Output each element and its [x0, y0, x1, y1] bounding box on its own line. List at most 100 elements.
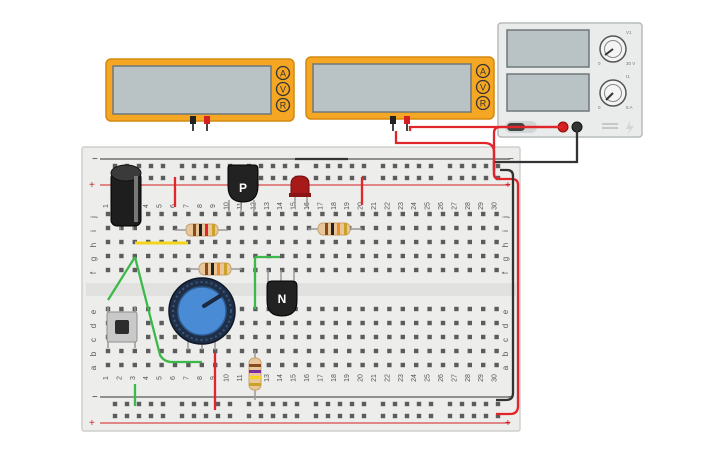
terminal-hole[interactable]: [360, 348, 365, 354]
pushbutton-cap[interactable]: [115, 320, 129, 334]
terminal-hole[interactable]: [253, 334, 258, 340]
rail-hole[interactable]: [313, 401, 319, 407]
terminal-hole[interactable]: [293, 225, 298, 231]
rail-hole[interactable]: [404, 163, 410, 169]
rail-hole[interactable]: [361, 163, 367, 169]
terminal-hole[interactable]: [186, 239, 191, 245]
terminal-hole[interactable]: [306, 211, 312, 217]
rail-hole[interactable]: [361, 175, 367, 181]
terminal-hole[interactable]: [266, 362, 271, 368]
terminal-hole[interactable]: [159, 267, 164, 273]
terminal-hole[interactable]: [132, 362, 137, 368]
rail-hole[interactable]: [361, 413, 367, 419]
rail-hole[interactable]: [160, 401, 166, 407]
resistor-1[interactable]: [175, 223, 228, 237]
terminal-hole[interactable]: [373, 348, 379, 354]
rail-hole[interactable]: [203, 413, 209, 419]
rail-hole[interactable]: [282, 401, 288, 407]
terminal-hole[interactable]: [239, 253, 245, 259]
rail-hole[interactable]: [337, 401, 343, 407]
rail-hole[interactable]: [471, 163, 477, 169]
terminal-hole[interactable]: [119, 239, 124, 245]
terminal-hole[interactable]: [239, 239, 245, 245]
terminal-hole[interactable]: [481, 267, 486, 273]
rail-hole[interactable]: [191, 401, 197, 407]
rail-hole[interactable]: [428, 401, 434, 407]
terminal-hole[interactable]: [347, 239, 352, 245]
multimeter-1[interactable]: A V R: [105, 58, 295, 131]
terminal-hole[interactable]: [347, 320, 352, 326]
terminal-hole[interactable]: [333, 211, 338, 217]
rail-hole[interactable]: [447, 401, 453, 407]
terminal-hole[interactable]: [320, 239, 325, 245]
terminal-hole[interactable]: [320, 320, 325, 326]
terminal-hole[interactable]: [414, 239, 419, 245]
terminal-hole[interactable]: [440, 267, 446, 273]
terminal-hole[interactable]: [347, 334, 352, 340]
terminal-hole[interactable]: [199, 362, 204, 368]
potentiometer[interactable]: [168, 277, 236, 350]
terminal-hole[interactable]: [387, 211, 392, 217]
rail-hole[interactable]: [282, 413, 288, 419]
pnp-transistor[interactable]: P: [227, 164, 259, 213]
terminal-hole[interactable]: [454, 239, 459, 245]
rail-hole[interactable]: [313, 175, 319, 181]
terminal-hole[interactable]: [146, 334, 151, 340]
terminal-hole[interactable]: [320, 253, 325, 259]
terminal-hole[interactable]: [414, 211, 419, 217]
terminal-hole[interactable]: [454, 267, 459, 273]
rail-hole[interactable]: [148, 401, 154, 407]
terminal-hole[interactable]: [467, 334, 472, 340]
terminal-hole[interactable]: [427, 320, 432, 326]
terminal-hole[interactable]: [266, 225, 271, 231]
rail-hole[interactable]: [380, 175, 386, 181]
terminal-hole[interactable]: [387, 239, 392, 245]
terminal-hole[interactable]: [119, 306, 124, 312]
terminal-hole[interactable]: [494, 239, 499, 245]
rail-hole[interactable]: [471, 175, 477, 181]
terminal-hole[interactable]: [454, 211, 459, 217]
terminal-hole[interactable]: [119, 267, 124, 273]
terminal-hole[interactable]: [226, 239, 231, 245]
terminal-hole[interactable]: [266, 320, 271, 326]
rail-hole[interactable]: [148, 175, 154, 181]
resistor-4[interactable]: [248, 350, 262, 400]
rail-hole[interactable]: [361, 401, 367, 407]
rail-hole[interactable]: [337, 175, 343, 181]
rail-hole[interactable]: [270, 413, 276, 419]
terminal-hole[interactable]: [146, 267, 151, 273]
terminal-hole[interactable]: [159, 211, 164, 217]
terminal-hole[interactable]: [481, 253, 486, 259]
rail-hole[interactable]: [270, 401, 276, 407]
terminal-hole[interactable]: [280, 348, 285, 354]
terminal-hole[interactable]: [159, 225, 164, 231]
terminal-hole[interactable]: [293, 267, 298, 273]
terminal-hole[interactable]: [239, 225, 245, 231]
rail-hole[interactable]: [215, 413, 221, 419]
rail-hole[interactable]: [179, 175, 185, 181]
rail-hole[interactable]: [337, 413, 343, 419]
rail-hole[interactable]: [148, 413, 154, 419]
terminal-hole[interactable]: [172, 253, 178, 259]
terminal-hole[interactable]: [387, 267, 392, 273]
terminal-hole[interactable]: [226, 211, 231, 217]
terminal-hole[interactable]: [387, 306, 392, 312]
terminal-hole[interactable]: [146, 348, 151, 354]
terminal-hole[interactable]: [373, 334, 379, 340]
terminal-hole[interactable]: [293, 334, 298, 340]
rail-hole[interactable]: [404, 175, 410, 181]
terminal-hole[interactable]: [360, 362, 365, 368]
terminal-hole[interactable]: [360, 211, 365, 217]
terminal-hole[interactable]: [400, 225, 405, 231]
rail-hole[interactable]: [112, 401, 118, 407]
terminal-hole[interactable]: [414, 320, 419, 326]
terminal-hole[interactable]: [481, 239, 486, 245]
terminal-hole[interactable]: [333, 267, 338, 273]
rail-hole[interactable]: [325, 401, 331, 407]
terminal-hole[interactable]: [306, 239, 312, 245]
rail-hole[interactable]: [325, 413, 331, 419]
rail-hole[interactable]: [179, 413, 185, 419]
terminal-hole[interactable]: [360, 225, 365, 231]
terminal-hole[interactable]: [239, 211, 245, 217]
terminal-hole[interactable]: [159, 334, 164, 340]
